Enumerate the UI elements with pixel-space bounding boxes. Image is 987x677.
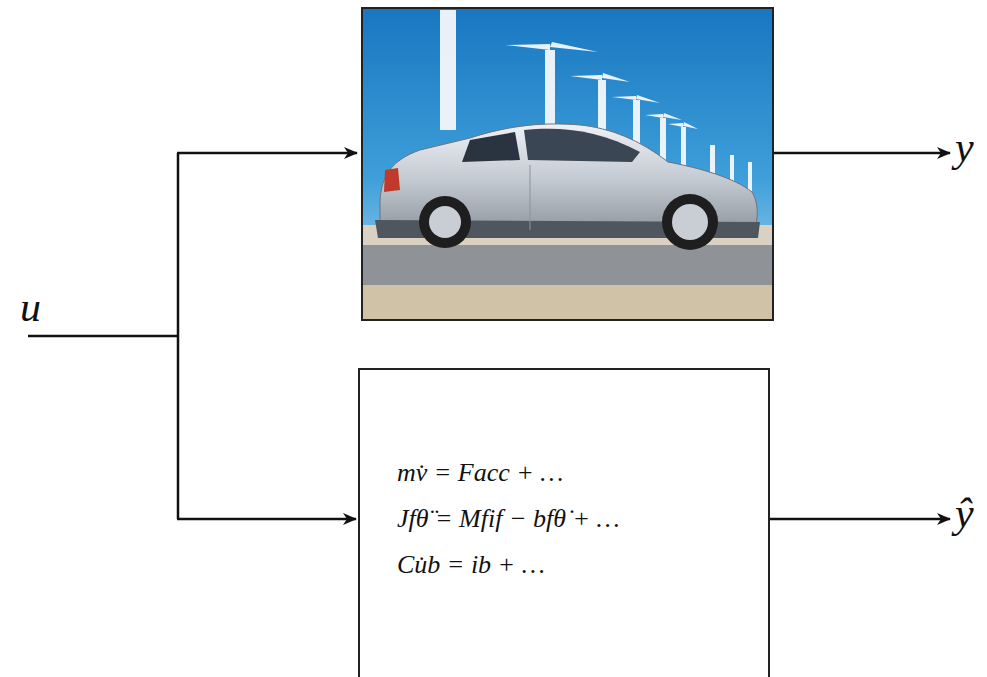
signal-name: ŷ	[955, 492, 974, 534]
signal-name: u	[20, 286, 41, 328]
model-equation: Cu̇b = ib + …	[397, 550, 545, 580]
model-equation: Jfθ̈ = Mfif − bfθ̇ + …	[397, 504, 620, 534]
signal-wires	[28, 153, 950, 519]
signal-name: y	[955, 126, 974, 168]
car-photo	[363, 9, 772, 319]
plant-box	[362, 8, 773, 320]
model-equation: mv̇ = Facc + …	[397, 458, 564, 488]
model-box: mv̇ = Facc + … Jfθ̈ = Mfif − bfθ̇ + … Cu̇b…	[358, 368, 770, 677]
